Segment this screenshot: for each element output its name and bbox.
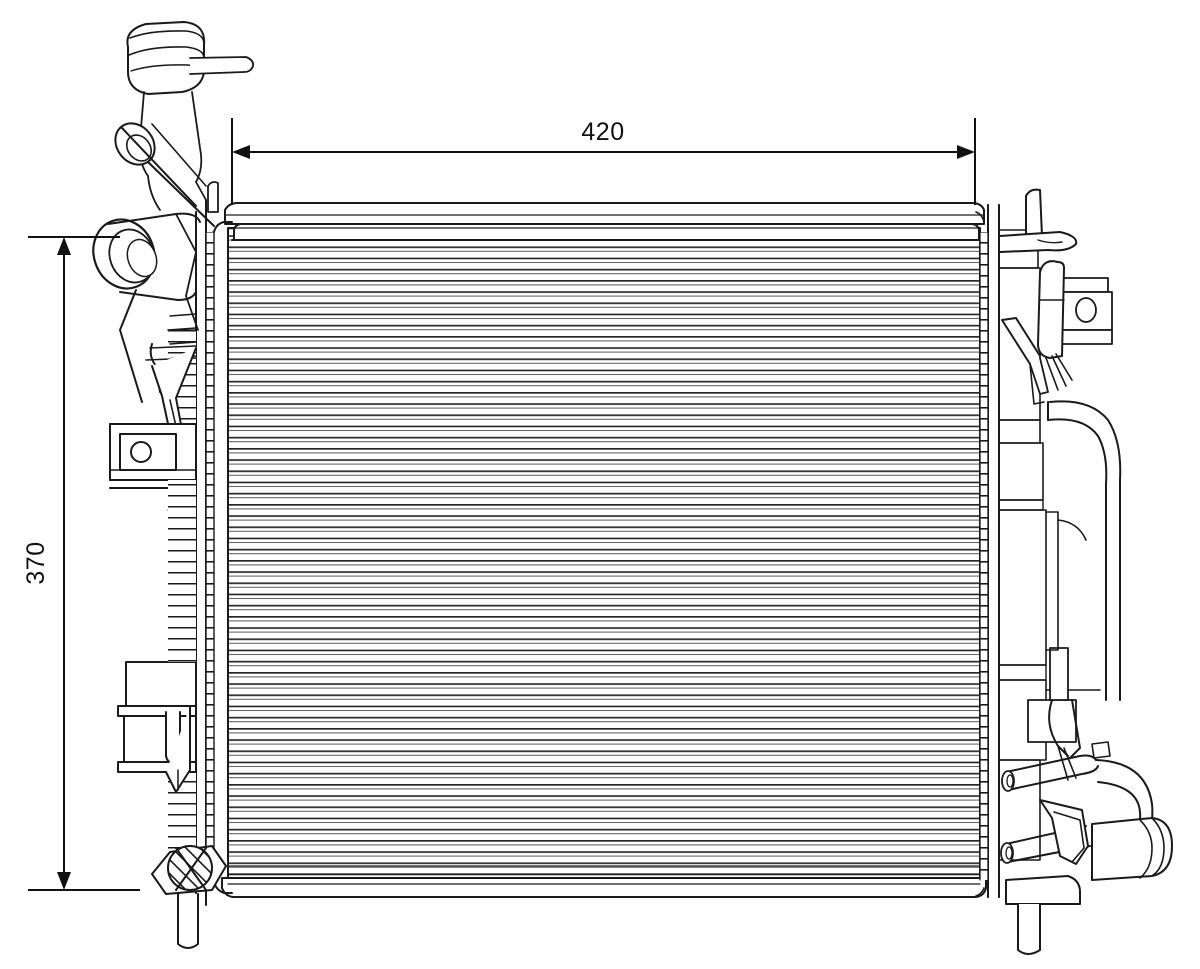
upper-left-mounting-bracket (109, 423, 197, 540)
width-dimension-label: 420 (581, 118, 624, 146)
left-side-tank (167, 199, 233, 906)
height-dimension-label: 370 (22, 541, 50, 584)
radiator-core (227, 227, 981, 879)
lower-left-mounting-bracket (117, 636, 197, 793)
lower-outlet-hose-assembly (1000, 741, 1173, 955)
upper-right-mounting-bracket (1001, 260, 1113, 405)
dimension-height-370: 370 (22, 236, 140, 891)
upper-inlet-hose-port (114, 122, 215, 227)
height-bottom-arrowhead (57, 872, 71, 890)
right-upper-hose-loop (1047, 400, 1122, 701)
top-left-mounting-pin (207, 181, 219, 213)
lower-header-tank (221, 865, 987, 898)
dimension-width-420: 420 (231, 118, 976, 205)
bottom-left-mounting-pin (151, 845, 227, 949)
lower-right-mounting-bracket (1027, 647, 1101, 781)
right-tank-cooler-lines (1045, 511, 1087, 651)
filler-neck-assembly (126, 21, 255, 211)
width-right-arrowhead (957, 145, 975, 159)
width-left-arrowhead (232, 145, 250, 159)
upper-header-tank (224, 202, 985, 241)
right-side-tank (975, 204, 1047, 898)
top-right-mounting-pin (999, 188, 1078, 253)
height-top-arrowhead (57, 237, 71, 255)
